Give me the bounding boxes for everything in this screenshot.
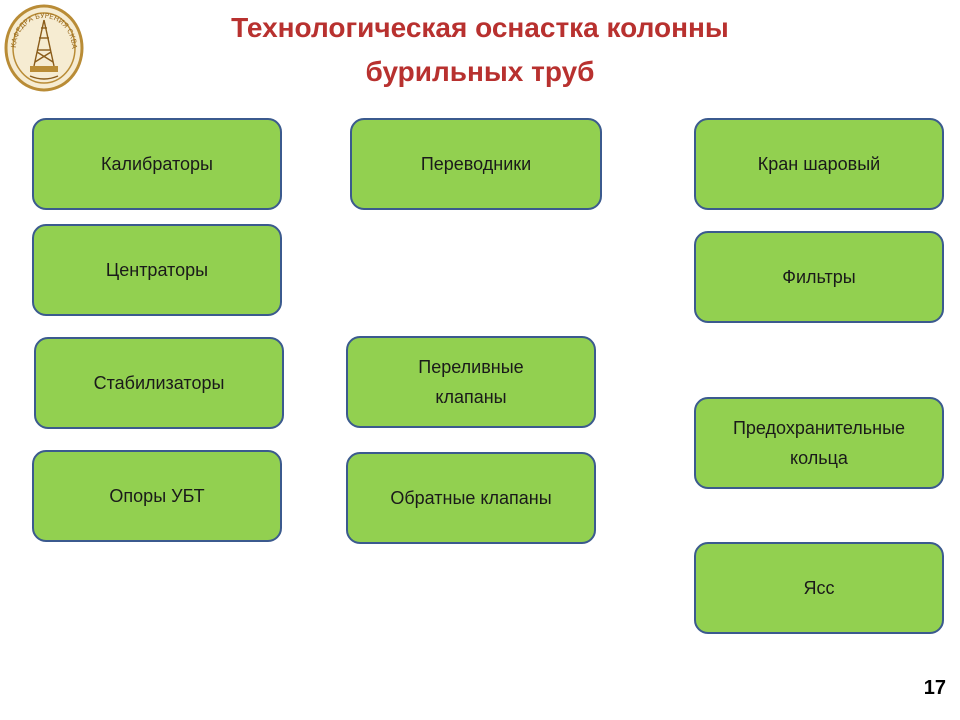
box-calibrators: Калибраторы <box>32 118 282 210</box>
department-logo: КАФЕДРА БУРЕНИЯ СКВАЖИН <box>2 2 84 92</box>
box-safety-rings-label: Предохранительные кольца <box>732 418 906 468</box>
slide-title-line-2: бурильных труб <box>365 56 595 87</box>
box-centralizers-label: Центраторы <box>105 260 209 280</box>
box-ball-valve-label: Кран шаровый <box>757 154 881 174</box>
box-adapters-label: Переводники <box>420 154 532 174</box>
slide-title-line-1: Технологическая оснастка колонны <box>231 12 729 43</box>
page-number: 17 <box>923 677 946 699</box>
box-ubt-supports: Опоры УБТ <box>32 450 282 542</box>
box-filters-label: Фильтры <box>782 267 856 287</box>
box-overflow-valves-label: Переливные клапаны <box>418 357 524 407</box>
box-check-valves: Обратные клапаны <box>346 452 596 544</box>
box-jar-label: Ясс <box>803 578 835 598</box>
box-adapters: Переводники <box>350 118 602 210</box>
box-safety-rings: Предохранительные кольца <box>694 397 944 489</box>
box-centralizers: Центраторы <box>32 224 282 316</box>
box-stabilizers-label: Стабилизаторы <box>93 373 225 393</box>
box-overflow-valves: Переливные клапаны <box>346 336 596 428</box>
box-calibrators-label: Калибраторы <box>101 154 213 174</box>
slide-title: Технологическая оснастка колонны бурильн… <box>140 6 820 94</box>
box-jar: Ясс <box>694 542 944 634</box>
box-ubt-supports-label: Опоры УБТ <box>109 486 205 506</box>
box-ball-valve: Кран шаровый <box>694 118 944 210</box>
box-check-valves-label: Обратные клапаны <box>390 488 552 508</box>
drilling-rig-icon <box>33 19 55 67</box>
box-filters: Фильтры <box>694 231 944 323</box>
box-stabilizers: Стабилизаторы <box>34 337 284 429</box>
